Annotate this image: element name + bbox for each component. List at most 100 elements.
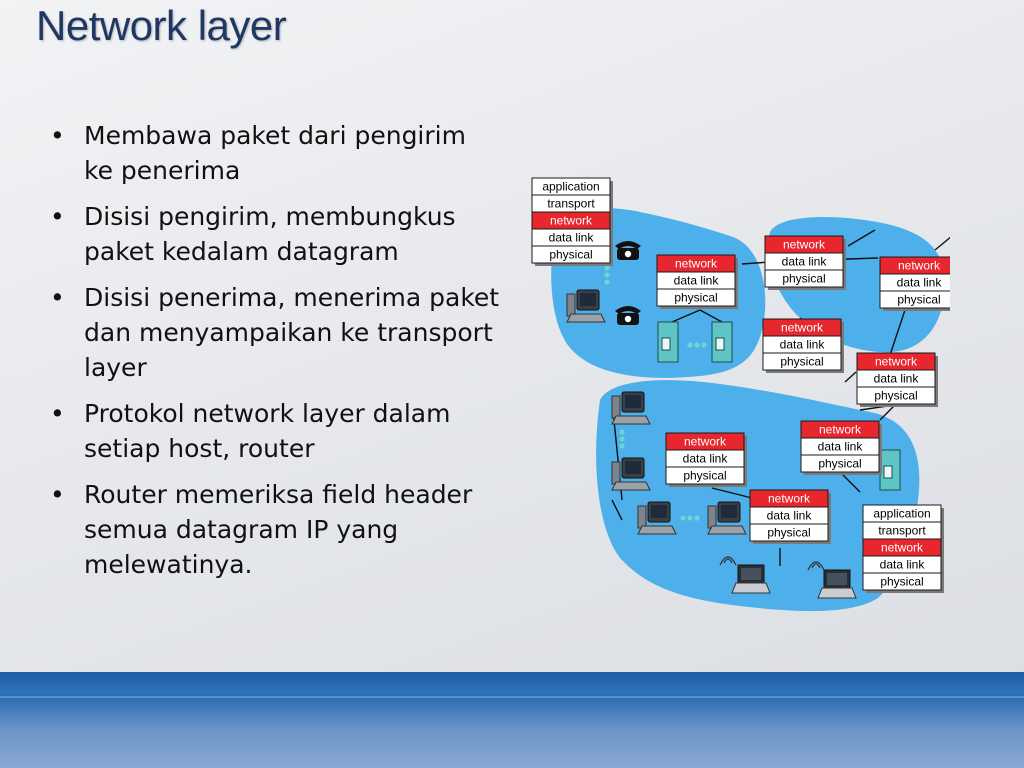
server-icon — [879, 449, 901, 491]
stack-layer-label: data link — [549, 231, 595, 245]
stack-layer-label: data link — [874, 372, 920, 386]
laptop-icon — [731, 564, 771, 594]
stack-layer-label: data link — [767, 509, 813, 523]
telephone-icon — [615, 241, 641, 260]
stack-layer-label: data link — [897, 276, 943, 290]
bullet-marker: • — [50, 480, 65, 509]
stack-layer-label: physical — [549, 248, 592, 262]
stack-layer-label: physical — [674, 291, 717, 305]
stack-layer-label: physical — [767, 526, 810, 540]
stack-layer — [749, 523, 829, 542]
stack-layer-label: network — [898, 259, 941, 273]
router-stack: network data link physical — [800, 420, 882, 475]
stack-layer-label: data link — [674, 274, 720, 288]
stack-layer — [656, 288, 736, 307]
stack-layer-label: application — [873, 507, 930, 521]
ellipsis-dot — [694, 342, 700, 348]
bullet-marker: • — [50, 283, 65, 312]
stack-layer-label: transport — [547, 197, 595, 211]
bullet-text: Protokol network layer dalam setiap host… — [84, 399, 451, 463]
stack-layer-label: application — [542, 180, 599, 194]
bullet-text: Disisi penerima, menerima paket dan meny… — [84, 283, 500, 382]
desktop-computer-icon — [611, 391, 651, 425]
stack-layer — [665, 466, 745, 485]
link-line — [671, 309, 701, 323]
bullet-text: Disisi pengirim, membungkus paket kedala… — [84, 202, 456, 266]
stack-layer-label: physical — [874, 389, 917, 403]
link-line — [847, 229, 876, 247]
ellipsis-dot — [619, 443, 625, 449]
stack-layer-label: network — [768, 492, 811, 506]
bullet-list: • Membawa paket dari pengirim ke penerima… — [50, 118, 500, 593]
network-diagram: application transport network data link phys… — [531, 177, 950, 612]
stack-layer-label: physical — [683, 469, 726, 483]
stack-layer-label: network — [783, 238, 826, 252]
stack-layer-label: physical — [880, 575, 923, 589]
link-line — [699, 309, 723, 323]
ellipsis-dot — [694, 515, 700, 521]
router-stack: network data link physical — [879, 256, 950, 311]
stack-layer-label: network — [684, 435, 727, 449]
wireless-signal-icon — [719, 556, 737, 566]
stack-layer-label: transport — [878, 524, 926, 538]
link-line — [934, 236, 950, 251]
stack-layer-label: network — [819, 423, 862, 437]
server-icon — [657, 321, 679, 363]
bullet-text: Router memeriksa field header semua data… — [84, 480, 473, 579]
stack-layer-label: network — [875, 355, 918, 369]
laptop-icon — [817, 569, 857, 599]
stack-layer-label: physical — [818, 457, 861, 471]
wireless-signal-icon — [807, 561, 825, 571]
device-icons — [566, 241, 901, 599]
ellipsis-dot — [619, 436, 625, 442]
router-stack: network data link physical — [762, 318, 844, 373]
slide-title: Network layer — [36, 2, 287, 49]
link-line — [844, 371, 857, 383]
link-line — [889, 309, 906, 356]
bullet-item: • Router memeriksa field header semua dat… — [50, 477, 500, 582]
bullet-marker: • — [50, 202, 65, 231]
stack-layer — [762, 352, 842, 371]
protocol-stacks: application transport network data link phys… — [531, 177, 950, 593]
bullet-item: • Disisi penerima, menerima paket dan men… — [50, 280, 500, 385]
bullet-text: Membawa paket dari pengirim ke penerima — [84, 121, 466, 185]
footer-band — [0, 672, 1024, 768]
stack-layer — [862, 572, 942, 591]
ellipsis-dot — [619, 429, 625, 435]
stack-layer — [856, 386, 936, 405]
stack-layer — [531, 245, 611, 264]
ellipsis-dot — [604, 272, 610, 278]
telephone-icon — [615, 306, 641, 325]
stack-layer-label: data link — [880, 558, 926, 572]
bullet-marker: • — [50, 121, 65, 150]
stack-layer-label: data link — [782, 255, 828, 269]
stack-layer-label: network — [550, 214, 593, 228]
stack-layer — [879, 290, 950, 309]
host-stack-top-left: application transport network data link phys… — [531, 177, 613, 266]
desktop-computer-icon — [566, 289, 606, 323]
ellipsis-dot — [680, 515, 686, 521]
desktop-computer-icon — [637, 501, 677, 535]
bullet-item: • Protokol network layer dalam setiap hos… — [50, 396, 500, 466]
stack-layer-label: network — [781, 321, 824, 335]
bullet-marker: • — [50, 399, 65, 428]
stack-layer-label: physical — [897, 293, 940, 307]
stack-layer-label: physical — [780, 355, 823, 369]
desktop-computer-icon — [611, 457, 651, 491]
ellipsis-dot — [687, 515, 693, 521]
link-line — [879, 404, 896, 421]
stack-layer-label: data link — [780, 338, 826, 352]
stack-layer-label: data link — [818, 440, 864, 454]
stack-layer-label: physical — [782, 272, 825, 286]
router-stack: network data link physical — [764, 235, 846, 290]
bullet-item: • Membawa paket dari pengirim ke penerima — [50, 118, 500, 188]
desktop-computer-icon — [707, 501, 747, 535]
ellipsis-dot — [604, 265, 610, 271]
stack-layer-label: data link — [683, 452, 729, 466]
router-stack: network data link physical — [665, 432, 747, 487]
server-icon — [711, 321, 733, 363]
footer-stripe — [0, 696, 1024, 698]
stack-layer — [764, 269, 844, 288]
